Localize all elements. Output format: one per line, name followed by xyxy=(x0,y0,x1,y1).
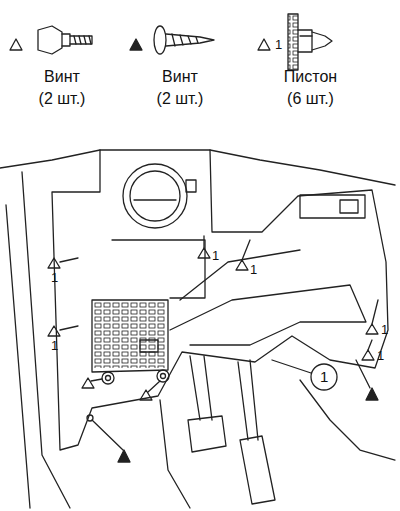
bolt-symbol xyxy=(10,26,92,54)
bolt-marker xyxy=(140,390,152,400)
clip-number: 1 xyxy=(250,263,257,277)
clip-number: 1 xyxy=(212,249,219,263)
bolt-marker xyxy=(82,378,94,388)
clip-number: 1 xyxy=(51,271,58,285)
lower-panel xyxy=(52,150,388,450)
screw-marker xyxy=(118,450,130,462)
bolt xyxy=(157,370,169,382)
callout-circle xyxy=(311,364,337,390)
legend-number: 1 xyxy=(275,38,282,52)
clip-marker xyxy=(48,236,378,360)
fuse-box xyxy=(92,300,168,372)
screw-symbol xyxy=(130,26,214,54)
screw-marker xyxy=(366,388,378,400)
leader-line xyxy=(272,360,311,373)
clip-number: 1 xyxy=(51,339,58,353)
legend-text: Винт (2 шт.) xyxy=(155,66,205,110)
air-vent xyxy=(123,164,196,228)
callout-number: 1 xyxy=(320,370,328,384)
bolt xyxy=(102,372,114,384)
clip-number: 1 xyxy=(377,349,384,363)
clip-number: 1 xyxy=(381,323,388,337)
pedals xyxy=(160,356,395,508)
legend-text: Пистон (6 шт.) xyxy=(282,66,339,110)
clip-symbol xyxy=(258,14,332,70)
legend-text: Винт (2 шт.) xyxy=(37,66,87,110)
